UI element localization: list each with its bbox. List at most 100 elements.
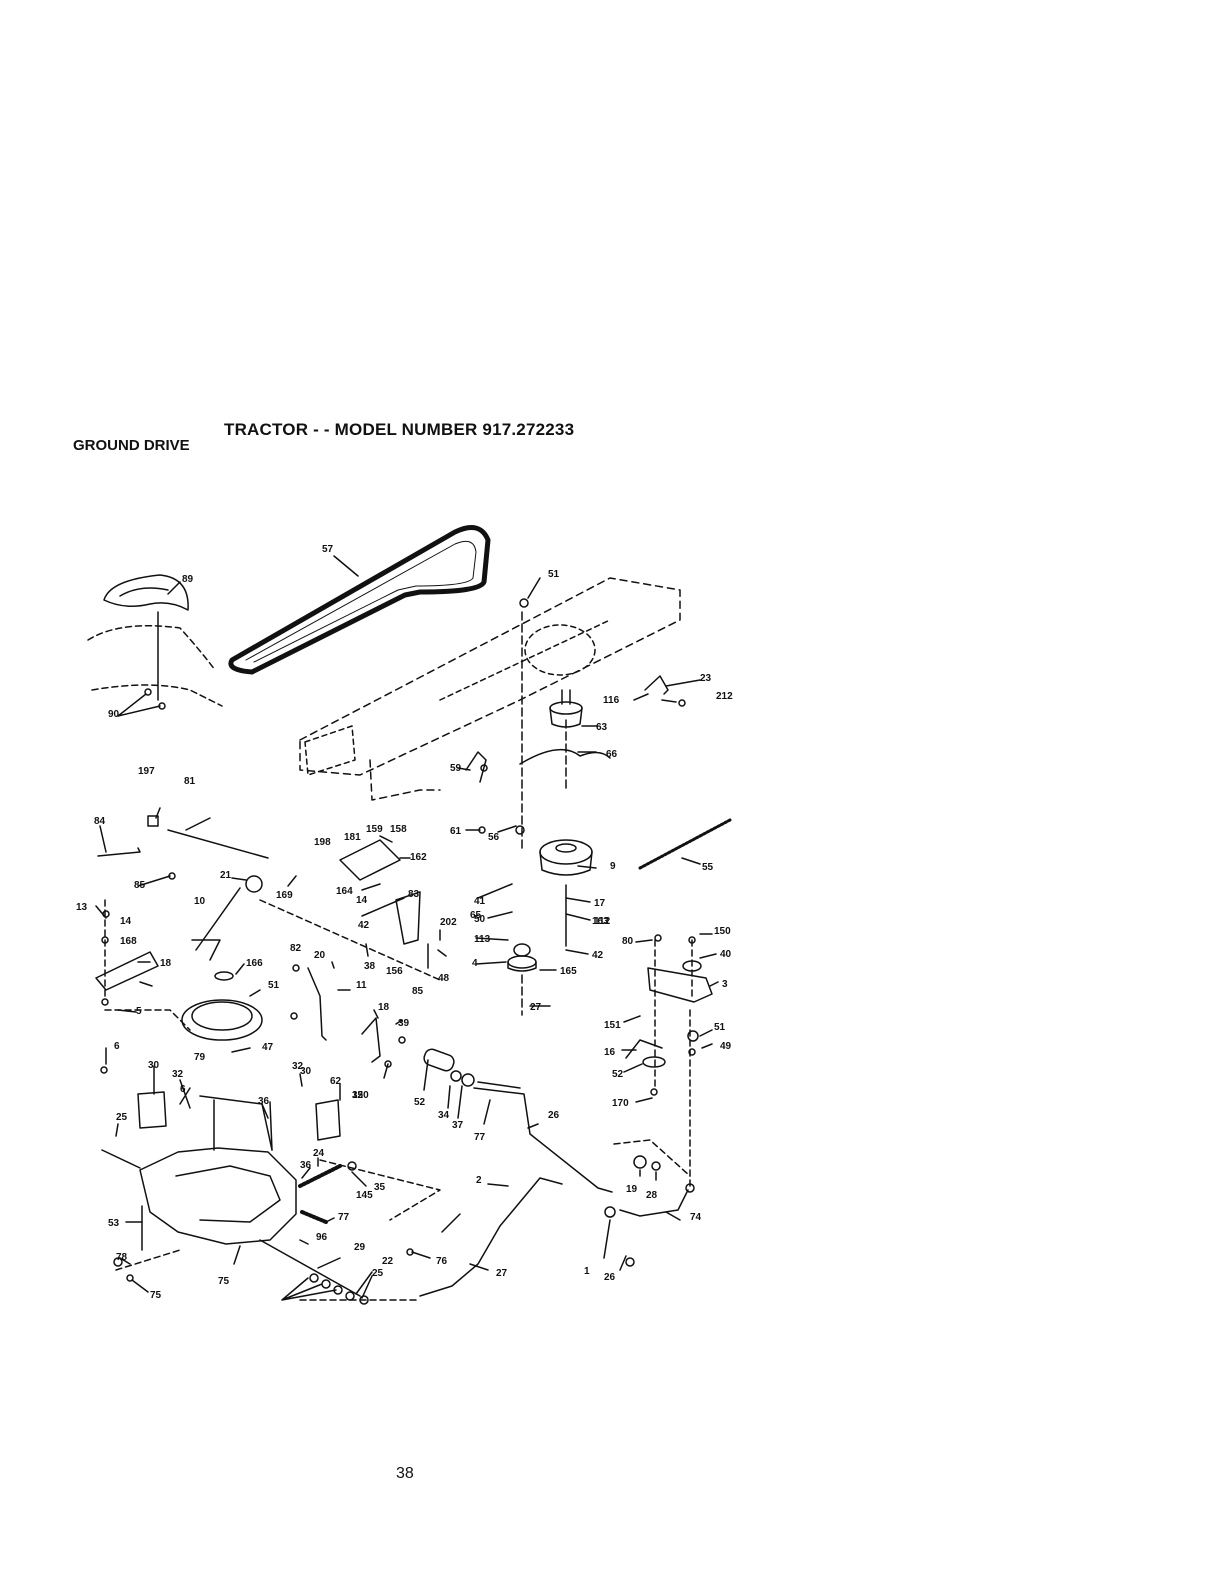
callout-14: 14 <box>356 895 368 906</box>
callout-56: 56 <box>488 832 500 843</box>
transmission-pulley <box>181 999 263 1041</box>
callout-42: 42 <box>592 950 604 961</box>
callout-212: 212 <box>716 691 733 702</box>
callout-30: 30 <box>148 1060 160 1071</box>
callout-77: 77 <box>338 1212 350 1223</box>
callout-169: 169 <box>276 890 293 901</box>
callout-3: 3 <box>722 979 728 990</box>
callout-36: 36 <box>258 1096 270 1107</box>
callout-75: 75 <box>150 1290 162 1301</box>
callout-27: 27 <box>530 1002 542 1013</box>
callout-27: 27 <box>496 1268 508 1279</box>
callout-32: 32 <box>292 1061 304 1072</box>
callout-35: 35 <box>352 1090 364 1101</box>
callout-36: 36 <box>300 1160 312 1171</box>
callout-40: 40 <box>720 949 732 960</box>
callout-96: 96 <box>316 1232 328 1243</box>
callout-113: 113 <box>474 934 491 945</box>
callout-181: 181 <box>344 832 361 843</box>
callout-83: 83 <box>408 889 420 900</box>
callout-49: 49 <box>720 1041 732 1052</box>
callout-62: 62 <box>330 1076 342 1087</box>
callout-59: 59 <box>450 763 462 774</box>
callout-35: 35 <box>374 1182 386 1193</box>
callout-26: 26 <box>604 1272 616 1283</box>
callout-84: 84 <box>94 816 106 827</box>
callout-19: 19 <box>626 1184 638 1195</box>
callout-2: 2 <box>476 1175 482 1186</box>
callout-53: 53 <box>108 1218 120 1229</box>
callout-65: 65 <box>470 910 482 921</box>
callout-202: 202 <box>440 917 457 928</box>
drive-belt <box>228 525 491 675</box>
callout-22: 22 <box>382 1256 394 1267</box>
callout-50: 50 <box>474 914 486 925</box>
callout-6: 6 <box>180 1084 186 1095</box>
callout-61: 61 <box>450 826 462 837</box>
callout-16: 16 <box>604 1047 616 1058</box>
callout-164: 164 <box>336 886 353 897</box>
callout-198: 198 <box>314 837 331 848</box>
callout-26: 26 <box>548 1110 560 1121</box>
callout-55: 55 <box>702 862 714 873</box>
callout-145: 145 <box>356 1190 373 1201</box>
callout-42: 42 <box>358 920 370 931</box>
callout-85: 85 <box>134 880 146 891</box>
section-title: GROUND DRIVE <box>73 437 190 454</box>
callout-76: 76 <box>436 1256 448 1267</box>
callout-18: 18 <box>378 1002 390 1013</box>
callout-79: 79 <box>194 1052 206 1063</box>
callout-66: 66 <box>606 749 618 760</box>
callout-162: 162 <box>410 852 427 863</box>
callout-90: 90 <box>108 709 120 720</box>
callout-74: 74 <box>690 1212 702 1223</box>
callout-89: 89 <box>182 574 194 585</box>
callout-20: 20 <box>314 950 326 961</box>
callout-116: 116 <box>603 695 620 706</box>
callout-14: 14 <box>120 916 132 927</box>
callout-51: 51 <box>714 1022 726 1033</box>
seat-fender <box>103 574 189 611</box>
page-title: TRACTOR - - MODEL NUMBER 917.272233 <box>224 420 575 439</box>
callout-158: 158 <box>390 824 407 835</box>
callout-156: 156 <box>386 966 403 977</box>
callout-5: 5 <box>136 1006 142 1017</box>
callout-29: 29 <box>354 1242 366 1253</box>
callout-63: 63 <box>596 722 608 733</box>
callout-170: 170 <box>612 1098 629 1109</box>
callout-10: 10 <box>194 896 206 907</box>
callout-77: 77 <box>474 1132 486 1143</box>
callout-18: 18 <box>160 958 172 969</box>
callout-51: 51 <box>268 980 280 991</box>
callout-52: 52 <box>612 1069 624 1080</box>
spring <box>638 818 732 870</box>
callout-48: 48 <box>438 973 450 984</box>
callout-25: 25 <box>372 1268 384 1279</box>
page-number: 38 <box>396 1465 414 1482</box>
callout-21: 21 <box>220 870 232 881</box>
callout-9: 9 <box>610 861 616 872</box>
callout-168: 168 <box>120 936 137 947</box>
callout-37: 37 <box>452 1120 464 1131</box>
callout-165: 165 <box>560 966 577 977</box>
callout-24: 24 <box>313 1148 325 1159</box>
callout-81: 81 <box>184 776 196 787</box>
callout-47: 47 <box>262 1042 274 1053</box>
callout-80: 80 <box>622 936 634 947</box>
callout-28: 28 <box>646 1190 658 1201</box>
callout-51: 51 <box>548 569 560 580</box>
tractor-frame <box>299 577 681 776</box>
callout-197: 197 <box>138 766 155 777</box>
callout-6: 6 <box>114 1041 120 1052</box>
callout-41: 41 <box>474 896 486 907</box>
callout-75: 75 <box>218 1276 230 1287</box>
callout-78: 78 <box>116 1252 128 1263</box>
callout-52: 52 <box>414 1097 426 1108</box>
callout-11: 11 <box>356 980 367 991</box>
callout-4: 4 <box>472 958 478 969</box>
callout-112: 112 <box>594 916 611 927</box>
callout-82: 82 <box>290 943 302 954</box>
callout-150: 150 <box>714 926 731 937</box>
